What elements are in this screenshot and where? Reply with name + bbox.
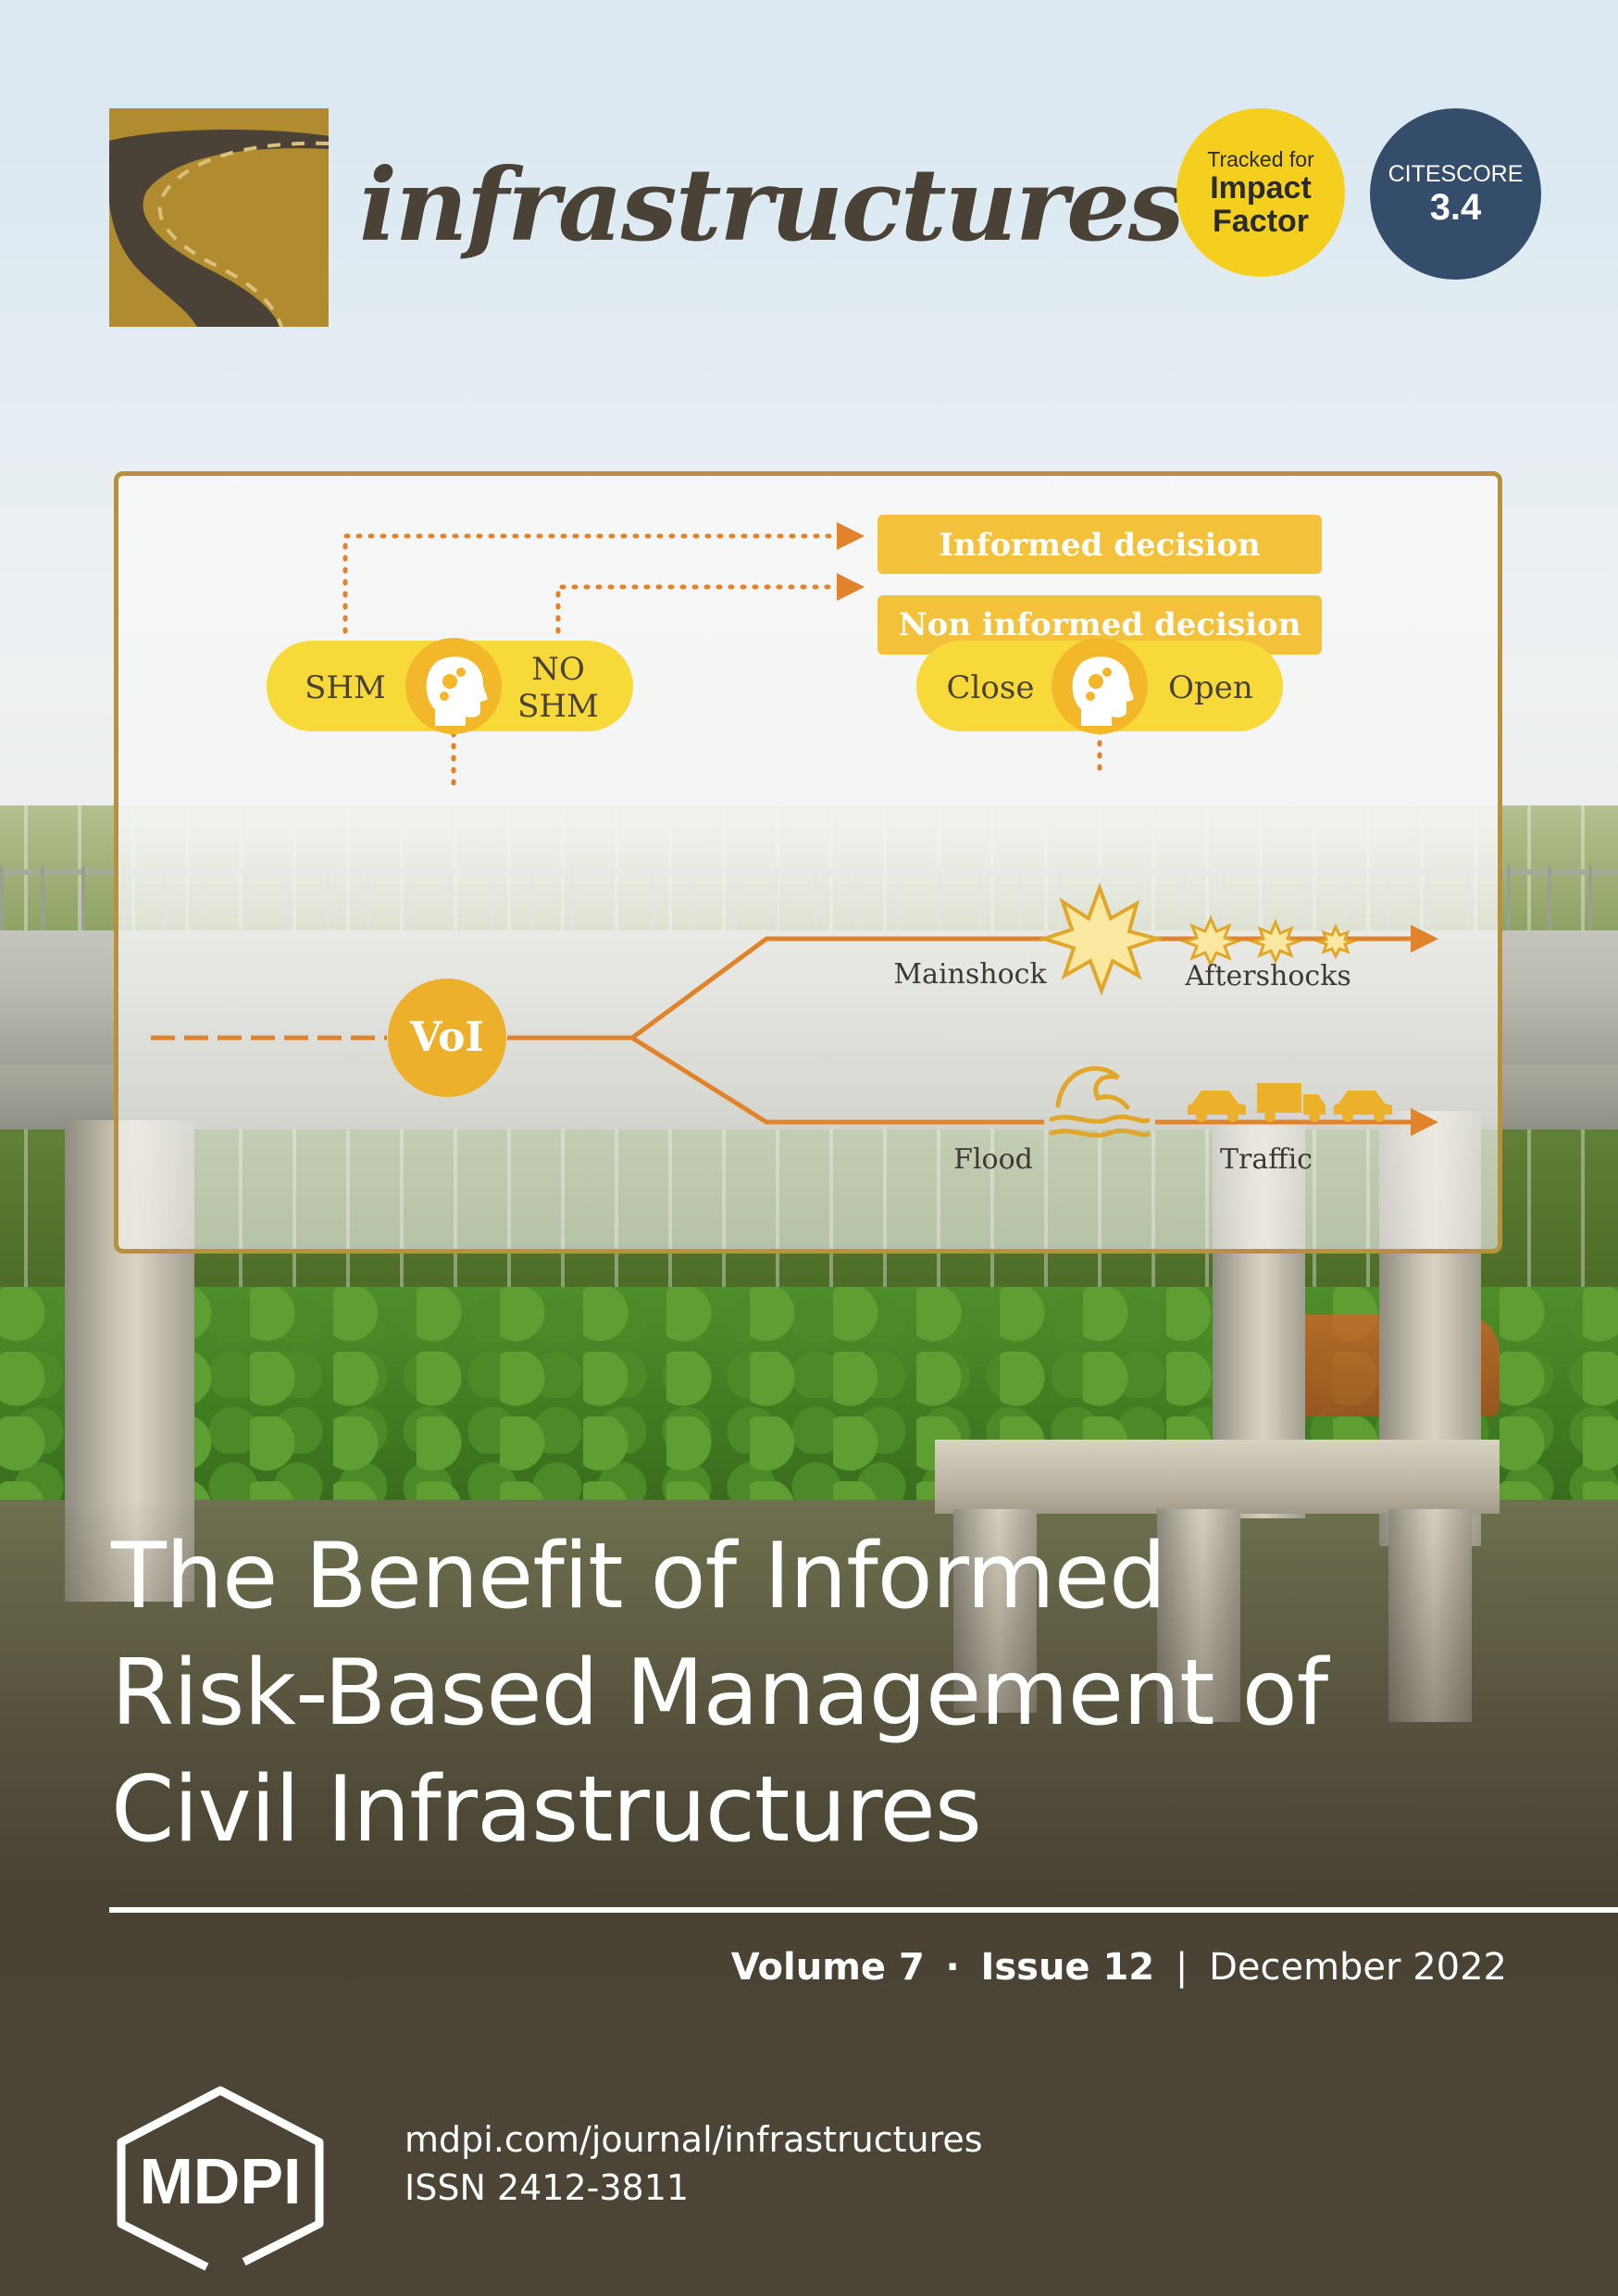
citescore-value: 3.4 [1429, 186, 1482, 228]
shm-label: SHM [305, 669, 386, 706]
voi-diagram: Informed decision Non informed decision … [151, 515, 1438, 1176]
issue-number: Issue 12 [980, 1946, 1155, 1989]
voi-diagram-panel: Informed decision Non informed decision … [114, 471, 1502, 1254]
title-line-1: The Benefit of Informed [111, 1524, 1166, 1629]
non-informed-decision-label: Non informed decision [899, 606, 1301, 643]
mainshock-label: Mainshock [893, 958, 1047, 991]
volume-number: Volume 7 [730, 1946, 925, 1989]
volume-issue-separator: · [945, 1946, 960, 1989]
winding-road-icon [109, 108, 329, 327]
flood-label: Flood [953, 1143, 1033, 1176]
informed-decision-box [877, 515, 1322, 574]
mdpi-logo-text: MDPI [140, 2145, 302, 2217]
dark-bottom-overlay [0, 1500, 1618, 2296]
close-label: Close [947, 669, 1035, 706]
traffic-label: Traffic [1220, 1143, 1313, 1176]
title-line-2: Risk-Based Management of [111, 1641, 1328, 1746]
title-divider [109, 1907, 1618, 1913]
voi-label: VoI [409, 1014, 484, 1061]
voi-node [388, 979, 506, 1097]
title-line-3: Civil Infrastructures [111, 1757, 982, 1863]
journal-url[interactable]: mdpi.com/journal/infrastructures [404, 2119, 983, 2160]
no-shm-label-top: NO [531, 651, 585, 688]
impact-factor-badge: Tracked for Impact Factor [1176, 108, 1345, 277]
branch-line-upper [630, 936, 1044, 1041]
aftershock-icons [1180, 915, 1358, 968]
issn: ISSN 2412-3811 [404, 2167, 690, 2208]
badge-caption: Tracked for [1207, 147, 1314, 171]
aftershocks-label: Aftershocks [1184, 960, 1351, 992]
informed-decision-label: Informed decision [939, 527, 1261, 564]
article-title: The Benefit of Informed Risk-Based Manag… [111, 1518, 1555, 1868]
car-icon [1188, 1091, 1246, 1122]
issue-date-separator: | [1175, 1946, 1189, 1989]
issue-info: Volume 7 · Issue 12 | December 2022 [731, 1942, 1507, 1992]
head-silhouette-icon [426, 656, 488, 726]
dotted-connector [555, 573, 865, 634]
flood-wave-icon [1049, 1066, 1151, 1138]
mainshock-icon [1038, 882, 1164, 996]
branch-line-lower [630, 1035, 1044, 1125]
dotted-connector [342, 522, 865, 634]
no-shm-label-bottom: SHM [517, 688, 599, 725]
publisher-info: mdpi.com/journal/infrastructures ISSN 24… [404, 2115, 983, 2212]
head-silhouette-icon [1072, 656, 1134, 726]
issue-date: December 2022 [1209, 1946, 1507, 1989]
car-icon [1334, 1091, 1392, 1122]
open-label: Open [1168, 669, 1253, 706]
citescore-badge: CITESCORE 3.4 [1370, 108, 1541, 280]
journal-name: infrastructures [359, 147, 1185, 264]
badge-emphasis: Impact [1210, 170, 1312, 206]
non-informed-decision-box [877, 595, 1322, 655]
badge-emphasis: Factor [1213, 204, 1309, 239]
truck-icon [1257, 1083, 1326, 1122]
mdpi-logo: MDPI [117, 2086, 324, 2278]
citescore-label: CITESCORE [1388, 160, 1524, 187]
